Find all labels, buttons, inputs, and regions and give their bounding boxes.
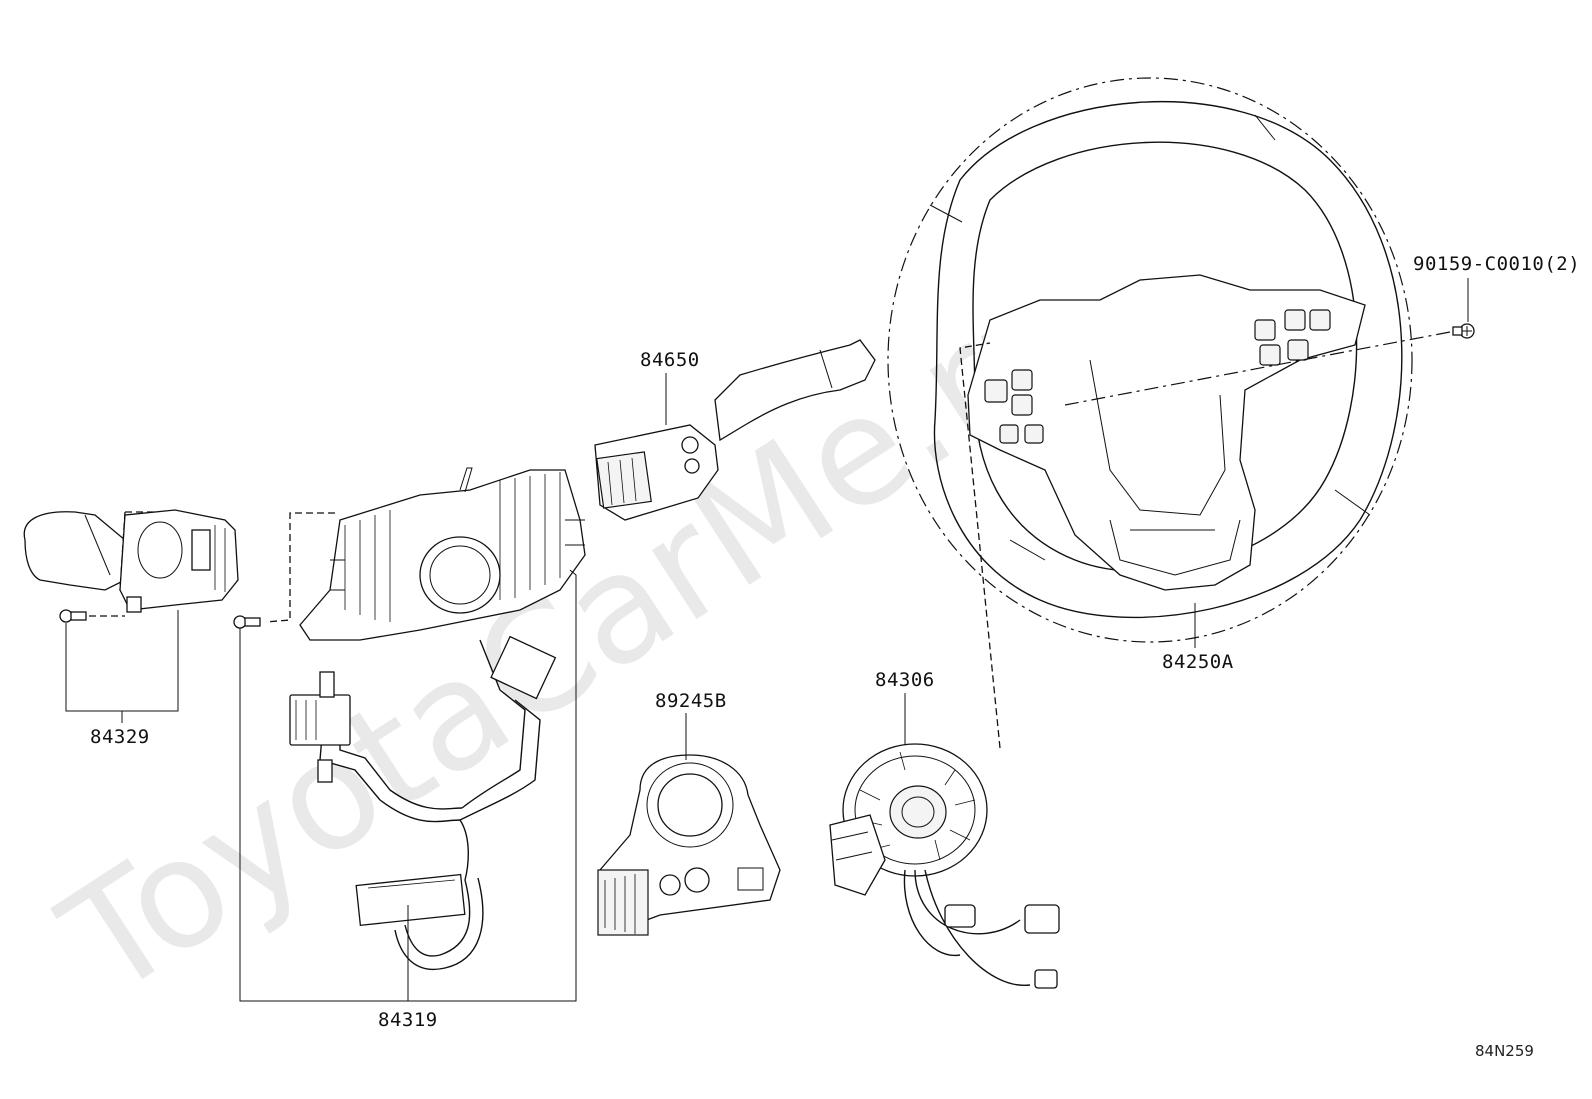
spiral-cable-84306[interactable] <box>829 342 1060 989</box>
label-84306: 84306 <box>875 669 935 691</box>
left-switch-pad <box>984 369 1044 444</box>
label-84329: 84329 <box>90 726 150 748</box>
light-switch-84329[interactable] <box>23 509 239 723</box>
wheel-envelope <box>887 77 1413 643</box>
label-89245B: 89245B <box>655 690 727 712</box>
steering-wheel-assembly[interactable] <box>887 77 1413 648</box>
label-84650: 84650 <box>640 349 700 371</box>
right-switch-pad <box>1254 309 1331 366</box>
label-84319: 84319 <box>378 1009 438 1031</box>
combination-switch-84319[interactable] <box>233 467 586 1002</box>
steering-sensor-89245B[interactable] <box>597 713 781 936</box>
screw-left-body <box>233 615 261 629</box>
sheet-code: 84N259 <box>1475 1042 1534 1060</box>
label-84250A: 84250A <box>1162 651 1234 673</box>
label-90159: 90159-C0010(2) <box>1413 253 1580 275</box>
wheel-rim-outer <box>933 100 1403 619</box>
screw-left-switch <box>59 609 87 623</box>
screw-90159[interactable] <box>1064 278 1475 406</box>
wiper-switch-84650[interactable] <box>594 339 876 521</box>
